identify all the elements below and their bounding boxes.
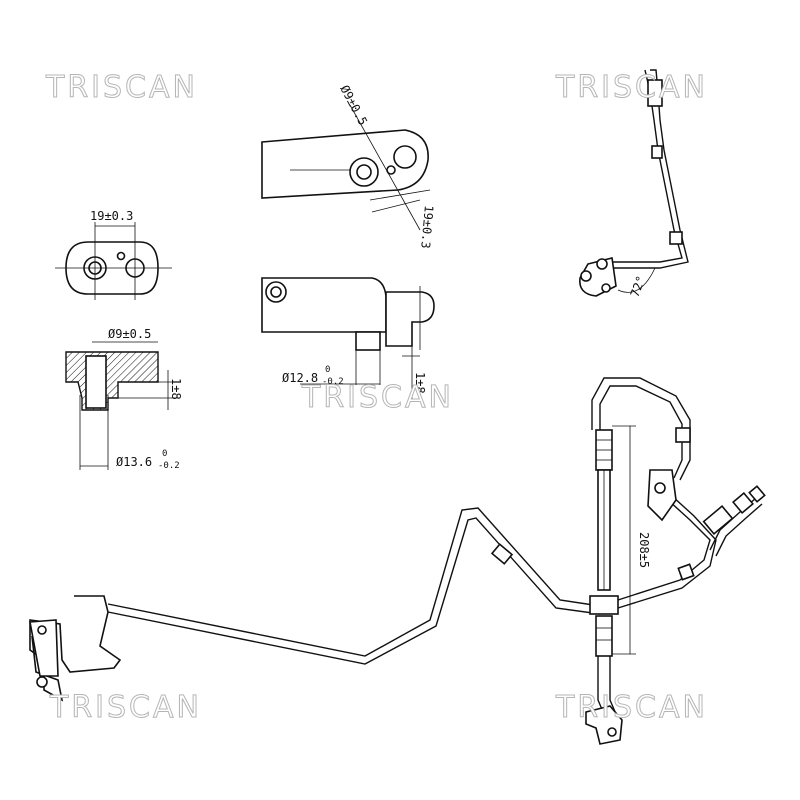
dim-pipe-diameter-left-tol-top: 0 xyxy=(162,449,167,459)
flange-side-view xyxy=(261,277,435,400)
flange-top-view xyxy=(261,104,431,231)
watermark-bottom-left: TRISCAN xyxy=(50,690,202,726)
hose-detail-top-right xyxy=(579,69,689,297)
dim-pipe-diameter-center-tol-top: 0 xyxy=(325,365,330,375)
dim-thickness-left: 1±8 xyxy=(169,378,183,400)
dim-hole-spacing-top: 19±0.3 xyxy=(418,205,436,249)
main-hose-assembly xyxy=(29,377,766,745)
dim-thickness-center: 1±8 xyxy=(413,372,427,394)
dim-angle: 72° xyxy=(628,274,649,299)
dim-hole-spacing-left: 19±0.3 xyxy=(90,209,133,223)
dim-pipe-diameter-left: Ø13.6 xyxy=(116,455,152,469)
watermark-top-right: TRISCAN xyxy=(556,70,708,106)
watermark-top-left: TRISCAN xyxy=(46,70,198,106)
watermark-bottom-right: TRISCAN xyxy=(556,690,708,726)
dim-bore-diameter-top: Ø9±0.5 xyxy=(337,83,370,128)
flange-front-view xyxy=(55,222,172,300)
dim-bore-diameter-section: Ø9±0.5 xyxy=(108,327,151,341)
flange-section-view xyxy=(65,341,178,470)
dim-pipe-diameter-center-tol-bot: -0.2 xyxy=(322,377,344,387)
dim-pipe-diameter-center: Ø12.8 xyxy=(282,371,318,385)
dim-hose-length: 208±5 xyxy=(637,532,651,568)
watermark-center: TRISCAN xyxy=(302,380,454,416)
dim-pipe-diameter-left-tol-bot: -0.2 xyxy=(158,461,180,471)
